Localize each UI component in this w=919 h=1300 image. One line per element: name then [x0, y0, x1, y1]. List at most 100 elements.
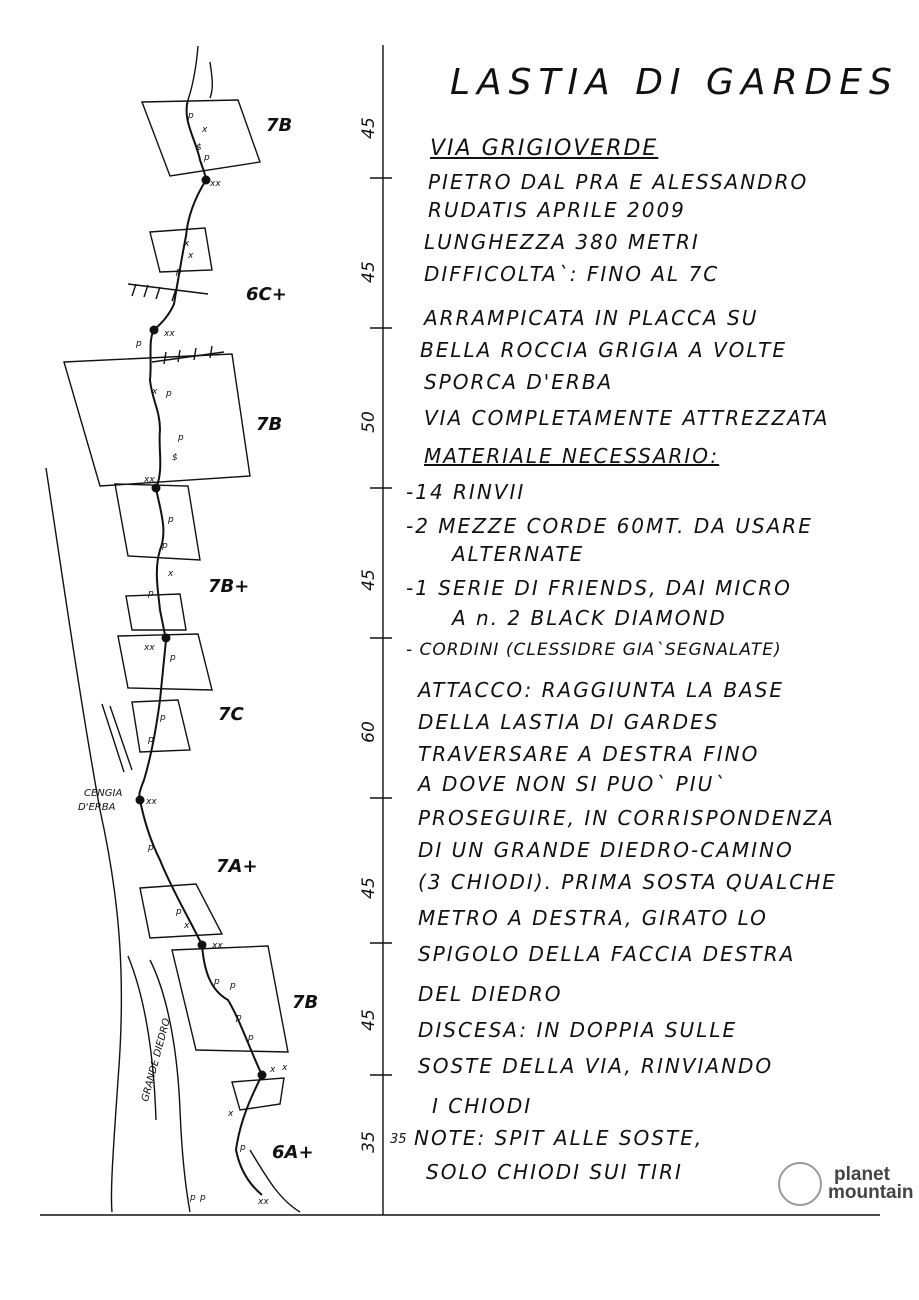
- gear-item: - CORDINI (CLESSIDRE GIA`SEGNALATE): [406, 640, 782, 660]
- svg-text:x: x: [187, 251, 194, 261]
- svg-text:p: p: [203, 153, 210, 163]
- svg-text:x: x: [183, 921, 190, 931]
- svg-text:p: p: [175, 907, 182, 917]
- slab: [139, 883, 224, 939]
- svg-text:xx: xx: [257, 1197, 269, 1207]
- slab: [117, 633, 213, 691]
- svg-text:p: p: [199, 1193, 206, 1203]
- svg-text:x: x: [151, 387, 158, 397]
- slab: [114, 483, 201, 561]
- description-line: ARRAMPICATA IN PLACCA SU: [424, 306, 759, 330]
- svg-text:p: p: [235, 1013, 242, 1023]
- description-line: BELLA ROCCIA GRIGIA A VOLTE: [420, 338, 788, 362]
- pitch-length: 45: [358, 569, 379, 591]
- svg-text:p: p: [189, 1193, 196, 1203]
- svg-text:xx: xx: [145, 797, 157, 807]
- svg-text:xx: xx: [163, 329, 175, 339]
- pitch-length: 60: [358, 721, 379, 743]
- svg-text:p: p: [167, 515, 174, 525]
- svg-text:x: x: [281, 1063, 288, 1073]
- svg-text:xx: xx: [143, 643, 155, 653]
- description-line: SPORCA D'ERBA: [424, 370, 614, 394]
- gear-heading: MATERIALE NECESSARIO:: [424, 444, 720, 468]
- svg-text:p: p: [169, 653, 176, 663]
- equipped-line: VIA COMPLETAMENTE ATTREZZATA: [424, 406, 830, 430]
- svg-text:x: x: [201, 125, 208, 135]
- svg-text:p: p: [147, 843, 154, 853]
- pitch-grade: 7B+: [208, 576, 250, 597]
- planetmountain-logo: planet mountain: [778, 1162, 914, 1206]
- cengia-label: CENGIA: [84, 788, 123, 799]
- pitch-grade: 6C+: [246, 284, 287, 305]
- derba-label: D'ERBA: [78, 802, 116, 813]
- svg-text:xx: xx: [211, 941, 223, 951]
- difficulty-line: DIFFICOLTA`: FINO AL 7C: [424, 262, 720, 286]
- route-name: VIA GRIGIOVERDE: [430, 136, 659, 161]
- svg-text:p: p: [147, 735, 154, 745]
- approach-line: DELLA LASTIA DI GARDES: [418, 710, 720, 734]
- approach-line: ATTACCO: RAGGIUNTA LA BASE: [418, 678, 785, 702]
- descent-line: I CHIODI: [432, 1094, 533, 1118]
- pitch-length: 45: [358, 1009, 379, 1031]
- approach-line: DEL DIEDRO: [418, 982, 563, 1006]
- logo-word-planet: planet: [834, 1164, 890, 1185]
- svg-text:p: p: [161, 541, 168, 551]
- svg-text:x: x: [183, 239, 190, 249]
- svg-text:p: p: [239, 1143, 246, 1153]
- svg-text:p: p: [229, 981, 236, 991]
- pitch-grade: 7B: [266, 115, 293, 136]
- logo-word-mountain: mountain: [828, 1182, 914, 1203]
- gear-item: -2 MEZZE CORDE 60MT. DA USARE: [406, 514, 813, 538]
- svg-text:x: x: [167, 569, 174, 579]
- mountain-logo-icon: [778, 1162, 822, 1206]
- route-line: [138, 99, 264, 1196]
- approach-line: METRO A DESTRA, GIRATO LO: [418, 906, 768, 930]
- pitch-length: 45: [358, 117, 379, 139]
- gear-item-cont: ALTERNATE: [452, 542, 585, 566]
- approach-line: SPIGOLO DELLA FACCIA DESTRA: [418, 942, 796, 966]
- pitch-length: 45: [358, 261, 379, 283]
- descent-line: DISCESA: IN DOPPIA SULLE: [418, 1018, 738, 1042]
- gear-item: -1 SERIE DI FRIENDS, DAI MICRO: [406, 576, 792, 600]
- approach-line: A DOVE NON SI PUO` PIU`: [418, 772, 727, 796]
- note-line: SOLO CHIODI SUI TIRI: [426, 1160, 683, 1184]
- pitch-grade: 7C: [218, 704, 244, 725]
- page-title: LASTIA DI GARDES: [450, 62, 899, 103]
- pitch-length-extra: 35: [390, 1132, 407, 1147]
- note-line: NOTE: SPIT ALLE SOSTE,: [414, 1126, 704, 1150]
- svg-text:p: p: [247, 1033, 254, 1043]
- approach-line: (3 CHIODI). PRIMA SOSTA QUALCHE: [418, 870, 837, 894]
- pitch-grade: 7B: [292, 992, 319, 1013]
- approach-line: PROSEGUIRE, IN CORRISPONDENZA: [418, 806, 835, 830]
- svg-text:p: p: [135, 339, 142, 349]
- pitch-grade: 7A+: [216, 856, 258, 877]
- authors-date-line: RUDATIS APRILE 2009: [428, 198, 686, 222]
- pitch-length: 35: [358, 1131, 379, 1153]
- svg-text:x: x: [227, 1109, 234, 1119]
- approach-line: TRAVERSARE A DESTRA FINO: [418, 742, 760, 766]
- pitch-grade: 6A+: [272, 1142, 314, 1163]
- svg-text:p: p: [159, 713, 166, 723]
- svg-text:$: $: [196, 143, 202, 153]
- approach-line: DI UN GRANDE DIEDRO-CAMINO: [418, 838, 794, 862]
- slab: [131, 699, 191, 753]
- slab: [171, 945, 289, 1053]
- pitch-length: 50: [358, 411, 379, 433]
- length-line: LUNGHEZZA 380 METRI: [424, 230, 700, 254]
- svg-text:p: p: [177, 433, 184, 443]
- belay-markers: [135, 175, 267, 1080]
- authors-line: PIETRO DAL PRA E ALESSANDRO: [428, 170, 809, 194]
- pitch-length: 45: [358, 877, 379, 899]
- svg-text:xx: xx: [143, 475, 155, 485]
- svg-text:xx: xx: [209, 179, 221, 189]
- svg-text:p: p: [213, 977, 220, 987]
- slab: [140, 99, 261, 177]
- svg-text:$: $: [172, 453, 178, 463]
- slab: [231, 1077, 285, 1111]
- svg-text:x: x: [269, 1065, 276, 1075]
- descent-line: SOSTE DELLA VIA, RINVIANDO: [418, 1054, 774, 1078]
- svg-text:p: p: [165, 389, 172, 399]
- slab: [63, 353, 251, 487]
- gear-item-cont: A n. 2 BLACK DIAMOND: [452, 606, 727, 630]
